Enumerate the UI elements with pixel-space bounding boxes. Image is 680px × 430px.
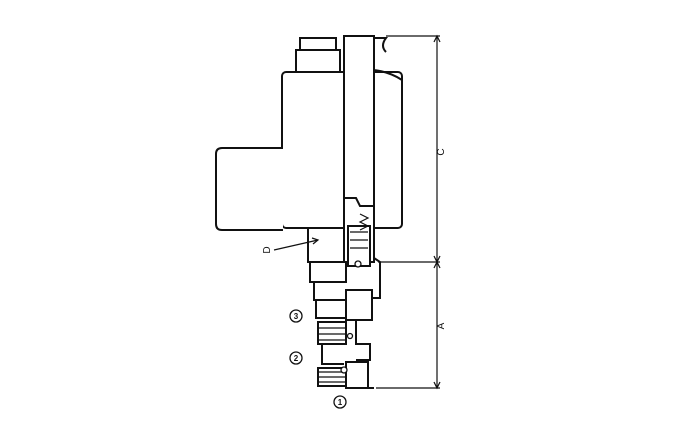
dimension-a-label: A	[436, 322, 447, 329]
solenoid-coil	[281, 71, 403, 229]
connector-housing	[215, 147, 283, 231]
dimension-d: D	[262, 237, 320, 254]
armature-tube	[343, 35, 375, 263]
dimension-c: C	[378, 34, 447, 264]
dimension-d-label: D	[262, 246, 273, 253]
cartridge-body-left	[307, 228, 347, 387]
port-1-label: 1	[338, 398, 343, 407]
port-marker-3: 3	[289, 309, 303, 323]
top-nut	[295, 37, 341, 73]
dimension-c-label: C	[436, 148, 447, 155]
dimension-a: A	[376, 260, 447, 390]
port-marker-2: 2	[289, 351, 303, 365]
cartridge-section-right	[340, 197, 381, 389]
port-3-label: 3	[294, 312, 299, 321]
port-marker-1: 1	[333, 395, 347, 409]
port-2-label: 2	[294, 354, 299, 363]
